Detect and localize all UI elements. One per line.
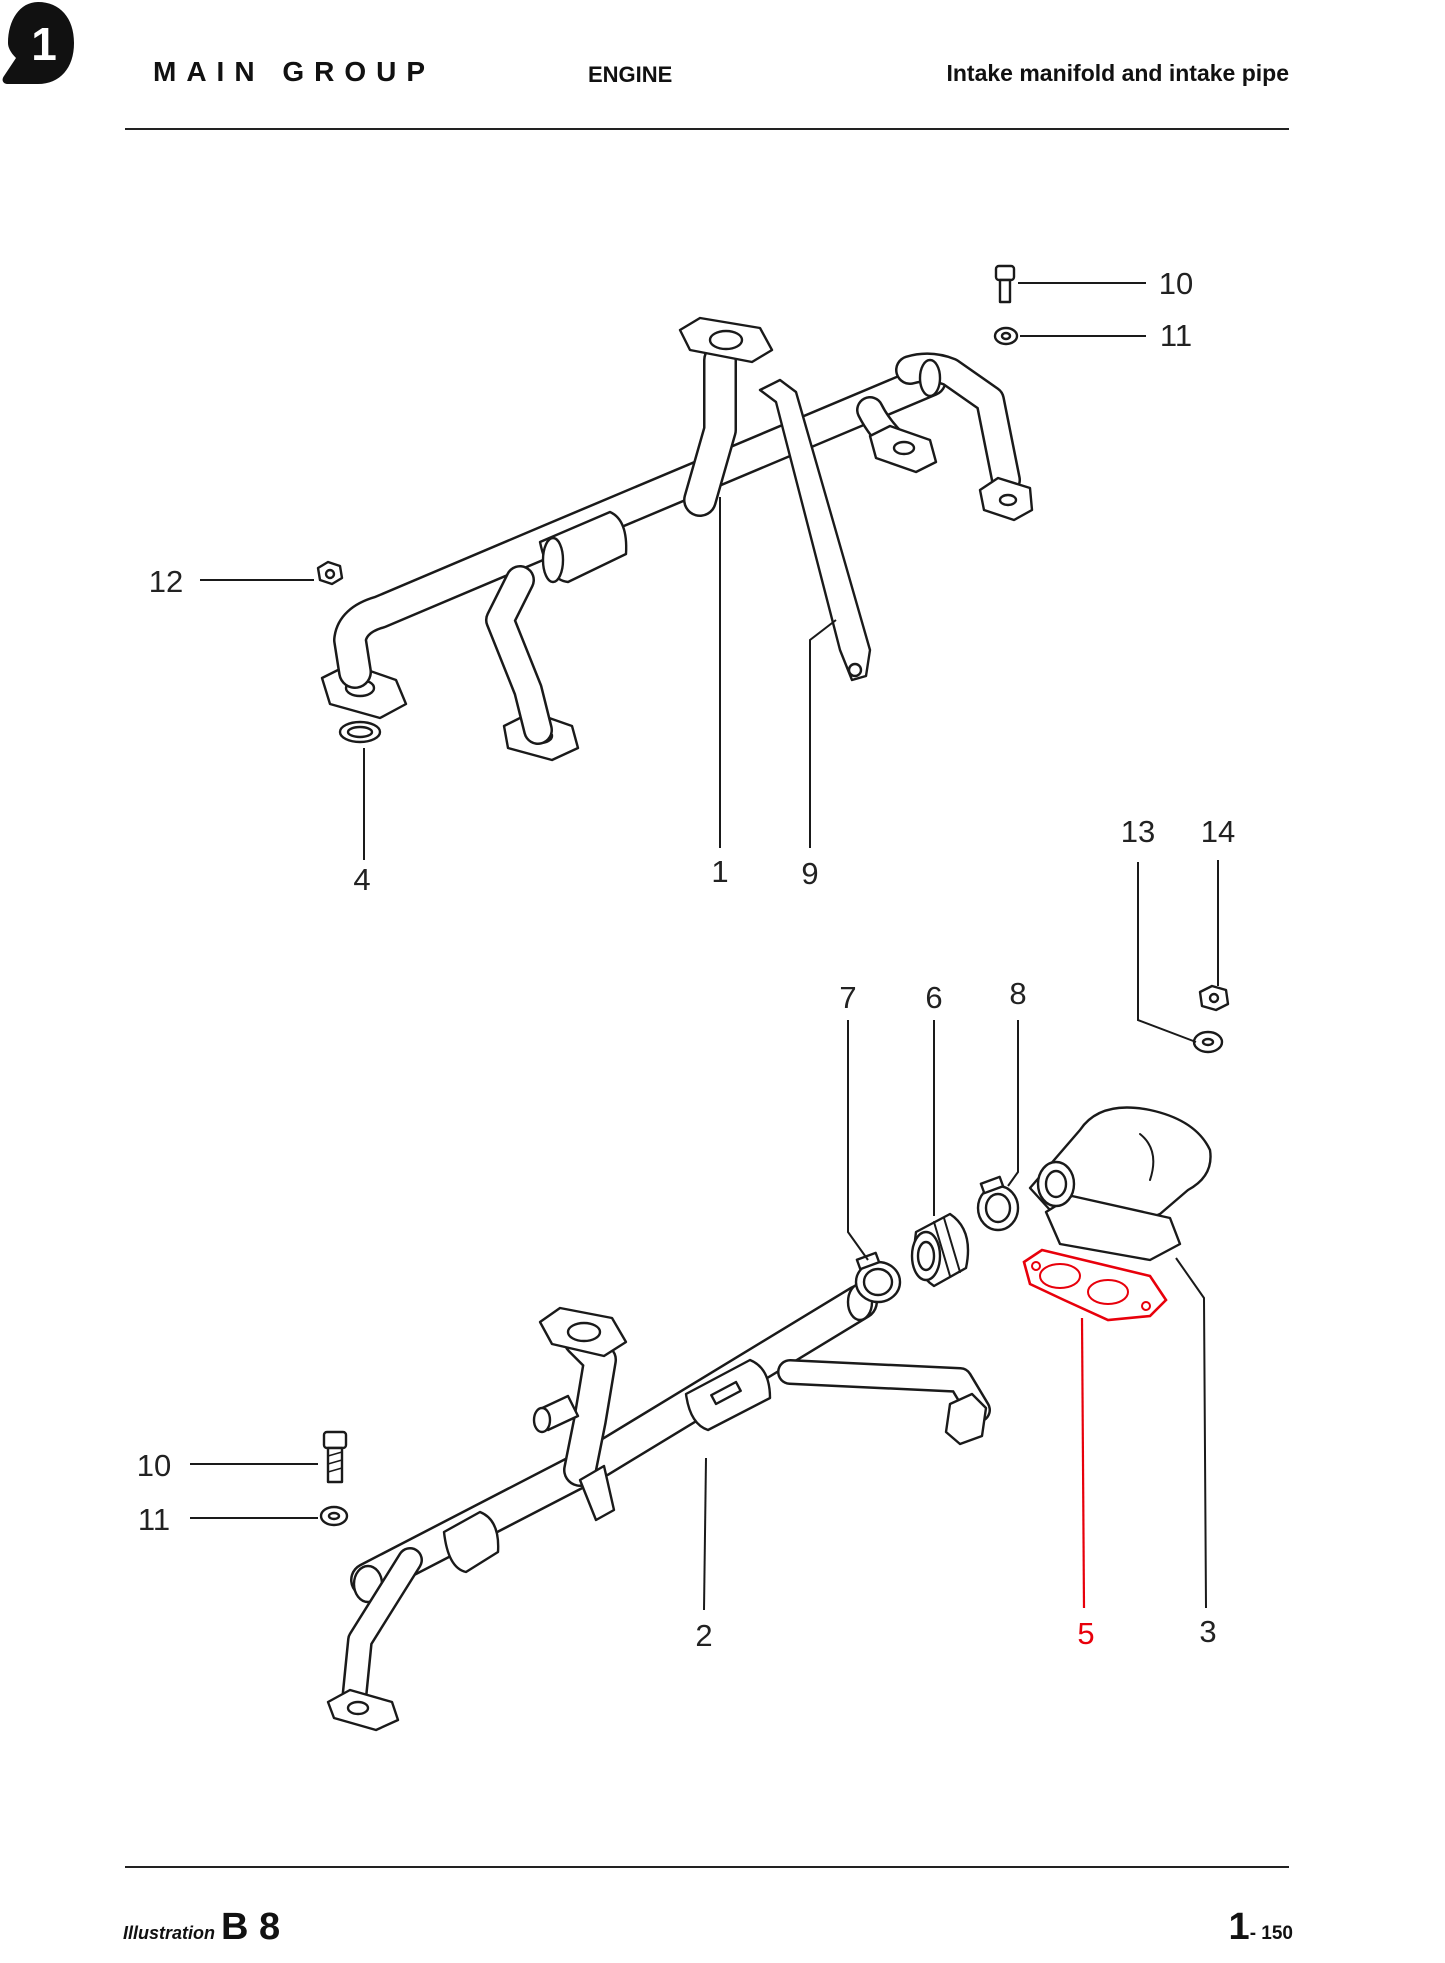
illustration-id: B 8: [221, 1906, 281, 1948]
hose-clamp-part-7: [854, 1251, 902, 1304]
page-number-suffix: - 150: [1249, 1923, 1293, 1944]
bolt-part-10-bottom: [322, 1430, 348, 1484]
callout-2: 2: [695, 1618, 712, 1653]
page-number: 1- 150: [1229, 1906, 1293, 1949]
illustration-label: Illustration: [123, 1923, 216, 1943]
callout-1: 1: [711, 854, 728, 889]
gasket-part-5-highlighted: [1022, 1248, 1168, 1322]
callout-11-bottom: 11: [138, 1502, 170, 1537]
callout-9: 9: [801, 856, 818, 891]
callout-7: 7: [839, 980, 856, 1015]
group-name-label: ENGINE: [588, 62, 673, 87]
connector-elbow-part-3: [1028, 1106, 1212, 1262]
bracket-part-9: [758, 378, 872, 682]
hose-clamp-part-8: [976, 1175, 1020, 1232]
intake-manifold-part-1: [320, 316, 1034, 762]
footer-divider: [125, 1866, 1289, 1868]
callout-12: 12: [149, 564, 183, 599]
section-title: Intake manifold and intake pipe: [946, 60, 1289, 86]
nut-part-14: [1198, 984, 1230, 1012]
leader-lines: [190, 282, 1219, 1611]
callout-11-top: 11: [1160, 318, 1192, 353]
callout-14: 14: [1201, 814, 1235, 849]
callout-10-top: 10: [1159, 266, 1193, 301]
callout-6: 6: [925, 980, 942, 1015]
callout-13: 13: [1121, 814, 1155, 849]
callout-8: 8: [1009, 976, 1026, 1011]
rubber-sleeve-part-6: [910, 1212, 970, 1288]
header-divider: [125, 128, 1289, 130]
callout-5: 5: [1077, 1616, 1094, 1651]
nut-part-12: [316, 560, 344, 586]
page-number-prefix: 1: [1228, 1906, 1250, 1948]
callout-3: 3: [1199, 1614, 1216, 1649]
main-group-label: MAIN GROUP: [153, 56, 435, 87]
callout-4: 4: [353, 862, 370, 897]
manifold-flange-right: [868, 424, 1034, 522]
callout-10-bottom: 10: [137, 1448, 171, 1483]
group-number-badge: 1: [2, 2, 74, 84]
bolt-part-10-top: [994, 264, 1016, 304]
manifold-flange-top: [678, 316, 774, 364]
group-number-text: 1: [31, 18, 57, 70]
intake-pipe-part-2: [326, 1282, 991, 1732]
